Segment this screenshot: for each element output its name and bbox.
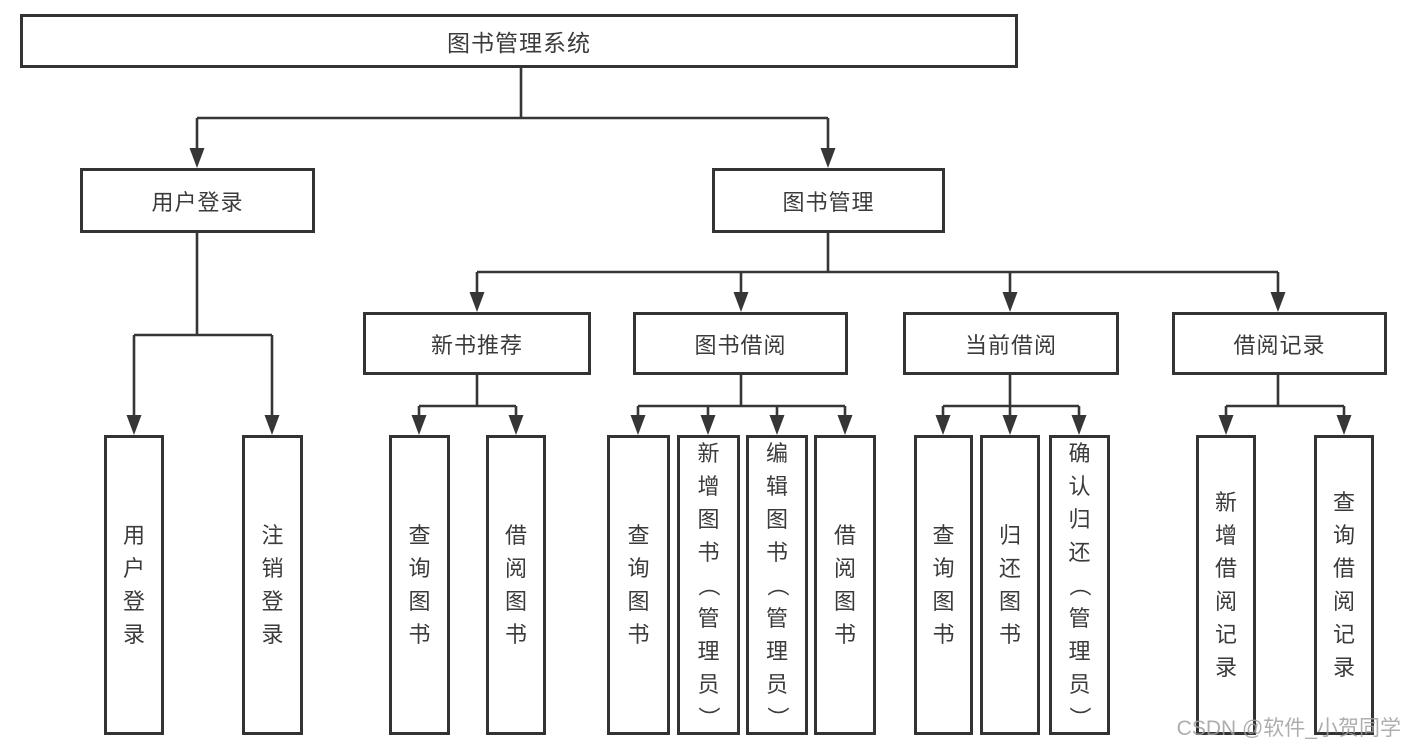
leaf-user-login: 用户登录 [104,435,164,735]
node-borrow-records-label: 借阅记录 [1233,332,1326,358]
leaf-query-books-recommend: 查询图书 [389,435,450,735]
leaf-edit-books-admin: 编辑图书（管理员） [746,435,808,735]
leaf-query-books-current: 查询图书 [914,435,973,735]
node-current-borrow-label: 当前借阅 [964,332,1057,358]
leaf-confirm-return-admin-label: 确认归还（管理员） [1067,440,1092,729]
node-book-borrow: 图书借阅 [633,312,848,375]
leaf-return-books: 归还图书 [980,435,1040,735]
node-root: 图书管理系统 [20,14,1018,68]
node-new-book-recommend: 新书推荐 [363,312,591,375]
leaf-logout: 注销登录 [242,435,303,735]
node-current-borrow: 当前借阅 [903,312,1119,375]
leaf-edit-books-admin-label: 编辑图书（管理员） [764,440,790,729]
leaf-query-books-borrow: 查询图书 [607,435,670,735]
node-user-login-label: 用户登录 [151,189,244,215]
leaf-query-borrow-record: 查询借阅记录 [1314,435,1374,735]
node-book-management: 图书管理 [712,168,945,233]
leaf-borrow-books-recommend-label: 借阅图书 [504,523,527,647]
leaf-confirm-return-admin: 确认归还（管理员） [1049,435,1110,735]
leaf-borrow-books: 借阅图书 [814,435,876,735]
leaf-borrow-books-label: 借阅图书 [833,523,856,647]
leaf-borrow-books-recommend: 借阅图书 [486,435,546,735]
node-book-management-label: 图书管理 [782,189,875,215]
leaf-logout-label: 注销登录 [261,523,284,647]
leaf-return-books-label: 归还图书 [998,523,1021,647]
leaf-query-books-recommend-label: 查询图书 [408,523,431,647]
leaf-add-borrow-record: 新增借阅记录 [1196,435,1256,735]
node-root-label: 图书管理系统 [447,30,591,56]
leaf-add-books-admin: 新增图书（管理员） [677,435,740,735]
leaf-query-books-borrow-label: 查询图书 [627,523,650,647]
leaf-query-books-current-label: 查询图书 [932,523,955,647]
watermark-text: CSDN @软件_小贺同学 [1176,717,1401,740]
leaf-user-login-label: 用户登录 [122,523,145,647]
leaf-add-books-admin-label: 新增图书（管理员） [696,440,721,729]
node-new-book-recommend-label: 新书推荐 [430,332,523,358]
node-user-login: 用户登录 [80,168,315,233]
leaf-query-borrow-record-label: 查询借阅记录 [1332,490,1355,680]
node-borrow-records: 借阅记录 [1172,312,1387,375]
node-book-borrow-label: 图书借阅 [694,332,787,358]
leaf-add-borrow-record-label: 新增借阅记录 [1214,490,1237,680]
